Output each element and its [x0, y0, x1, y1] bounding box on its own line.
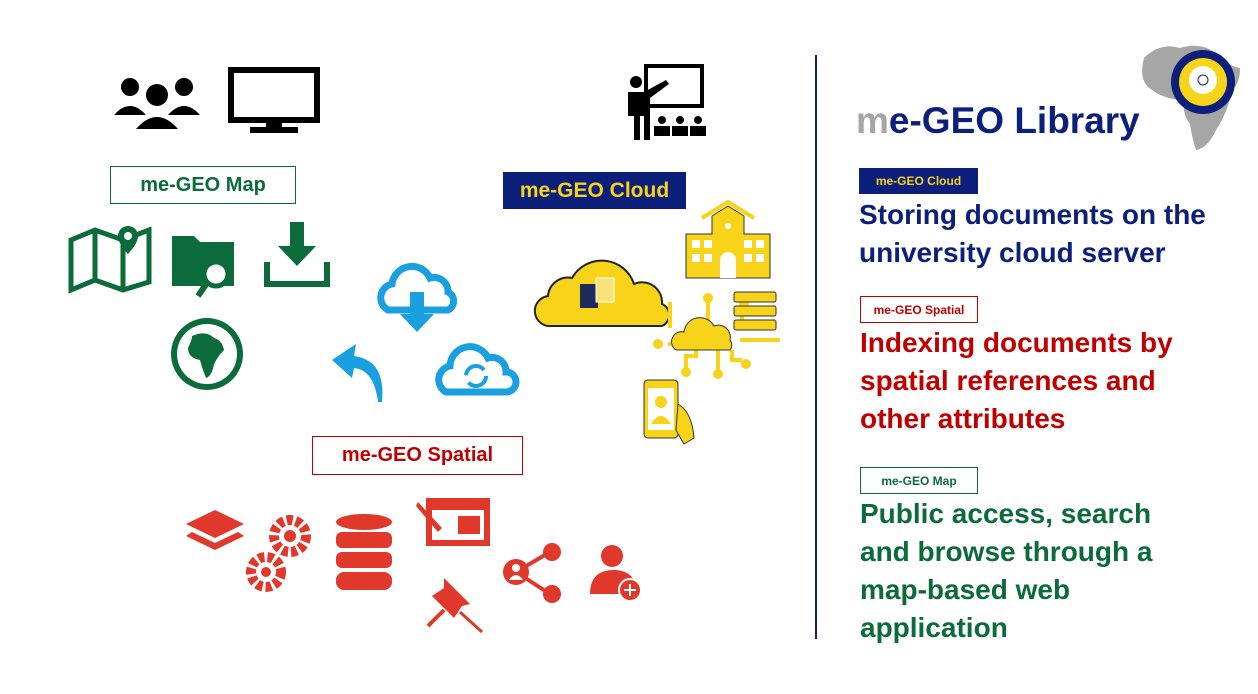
vertical-divider	[815, 55, 817, 639]
africa-logo	[1142, 45, 1240, 150]
spatial-description: Indexing documents by spatial references…	[860, 324, 1173, 438]
line: and browse through a	[860, 536, 1153, 567]
line: application	[860, 612, 1008, 643]
pushpin-icon	[426, 578, 484, 634]
line: Public access, search	[860, 498, 1152, 529]
spatial-label: me-GEO Spatial	[312, 436, 523, 475]
line: Storing documents on the	[859, 199, 1206, 230]
curved-arrow-icon	[332, 344, 383, 402]
line: other attributes	[860, 403, 1066, 434]
line: spatial references and	[860, 365, 1156, 396]
smartphone-user-icon	[643, 379, 695, 445]
presenter-icon	[628, 64, 706, 140]
layers-icon	[186, 510, 244, 550]
cloud-tag: me-GEO Cloud	[859, 168, 978, 194]
cloud-description: Storing documents on the university clou…	[859, 196, 1206, 272]
school-building-icon	[685, 199, 771, 279]
download-icon	[264, 222, 330, 287]
map-label: me-GEO Map	[110, 166, 296, 204]
line: Indexing documents by	[860, 327, 1173, 358]
cloud-sync-icon	[435, 343, 520, 396]
map-description: Public access, search and browse through…	[860, 495, 1152, 647]
cloud-documents-icon	[533, 259, 671, 328]
add-user-icon	[590, 545, 642, 602]
database-icon	[336, 514, 392, 590]
share-user-icon	[503, 543, 561, 603]
title-prefix: m	[856, 100, 889, 141]
users-group-icon	[114, 78, 200, 129]
line: map-based web	[860, 574, 1071, 605]
title-rest: e-GEO Library	[888, 100, 1140, 141]
folder-search-icon	[172, 236, 234, 298]
map-edit-icon	[416, 498, 490, 546]
monitor-icon	[228, 67, 320, 133]
cloud-network-icon	[653, 291, 780, 379]
cloud-download-icon	[377, 262, 458, 332]
cloud-label: me-GEO Cloud	[503, 172, 686, 209]
map-tag: me-GEO Map	[860, 467, 978, 494]
gears-icon	[246, 515, 311, 592]
line: university cloud server	[859, 237, 1166, 268]
page-title: me-GEO Library	[856, 100, 1140, 142]
map-pin-icon	[68, 226, 152, 294]
spatial-tag: me-GEO Spatial	[860, 296, 978, 323]
globe-icon	[171, 318, 243, 390]
